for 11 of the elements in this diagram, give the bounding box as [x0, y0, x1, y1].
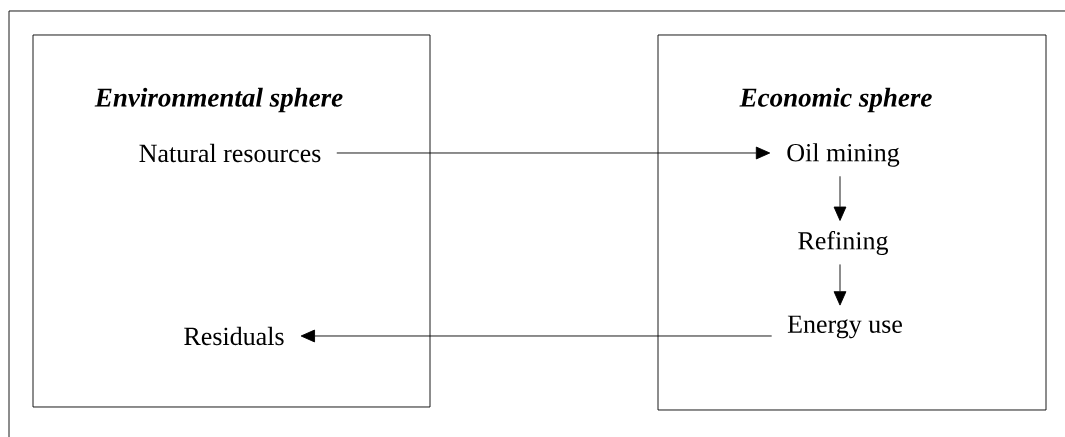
flow-label: Natural resources: [139, 143, 321, 163]
sphere-heading: Economic sphere: [739, 87, 932, 113]
flow-label: Residuals: [184, 326, 284, 346]
flow-label: Refining: [798, 231, 888, 255]
flow-label: Energy use: [787, 315, 902, 339]
flow-label: Oil mining: [787, 143, 900, 167]
arrow: [336, 146, 771, 160]
arrow: [300, 329, 773, 343]
arrow: [833, 263, 847, 306]
arrow: [833, 175, 847, 221]
sphere-heading: Environmental sphere: [94, 87, 343, 113]
